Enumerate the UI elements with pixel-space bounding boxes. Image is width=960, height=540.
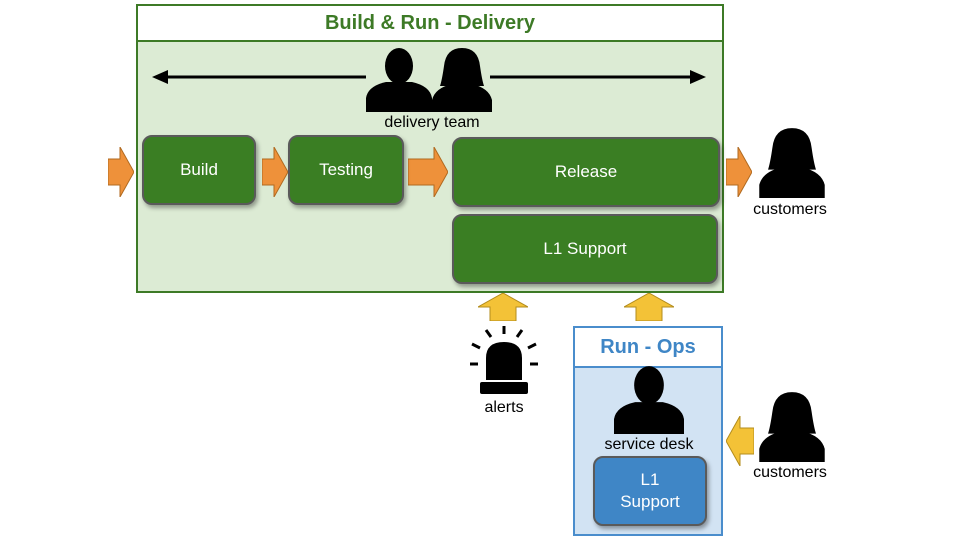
ops-l1-support-line2: Support — [620, 492, 680, 511]
flow-arrow-build-testing — [262, 147, 288, 197]
alerts-up-arrow — [478, 293, 528, 321]
delivery-team-label: delivery team — [384, 114, 480, 131]
ops-up-arrow — [624, 293, 674, 321]
ops-l1-support-step: L1 Support — [593, 456, 707, 526]
customers-top-label: customers — [753, 201, 827, 218]
ops-title: Run - Ops — [573, 326, 723, 368]
build-label: Build — [180, 160, 218, 179]
customer-top-icon — [759, 128, 825, 198]
siren-icon — [470, 326, 538, 394]
customer-bottom-icon — [759, 392, 825, 462]
release-step: Release — [452, 137, 720, 207]
team-span-arrow — [152, 70, 706, 84]
ops-l1-support-line1: L1 — [640, 470, 660, 489]
delivery-l1-support-label: L1 Support — [543, 239, 627, 258]
flow-arrow-testing-release — [408, 147, 448, 197]
release-label: Release — [554, 162, 618, 181]
service-desk-person-icon — [614, 366, 684, 434]
testing-step: Testing — [288, 135, 404, 205]
alerts-label: alerts — [484, 399, 524, 416]
person-male-icon — [366, 48, 432, 112]
flow-arrow-release-customers — [726, 147, 752, 197]
flow-arrow-in — [108, 147, 134, 197]
delivery-title: Build & Run - Delivery — [136, 4, 724, 42]
service-desk-label: service desk — [604, 436, 694, 453]
delivery-l1-support-step: L1 Support — [452, 214, 718, 284]
customers-bottom-label: customers — [753, 464, 827, 481]
testing-label: Testing — [319, 160, 373, 179]
build-step: Build — [142, 135, 256, 205]
customers-left-arrow — [726, 416, 754, 466]
person-female-icon — [432, 48, 492, 112]
